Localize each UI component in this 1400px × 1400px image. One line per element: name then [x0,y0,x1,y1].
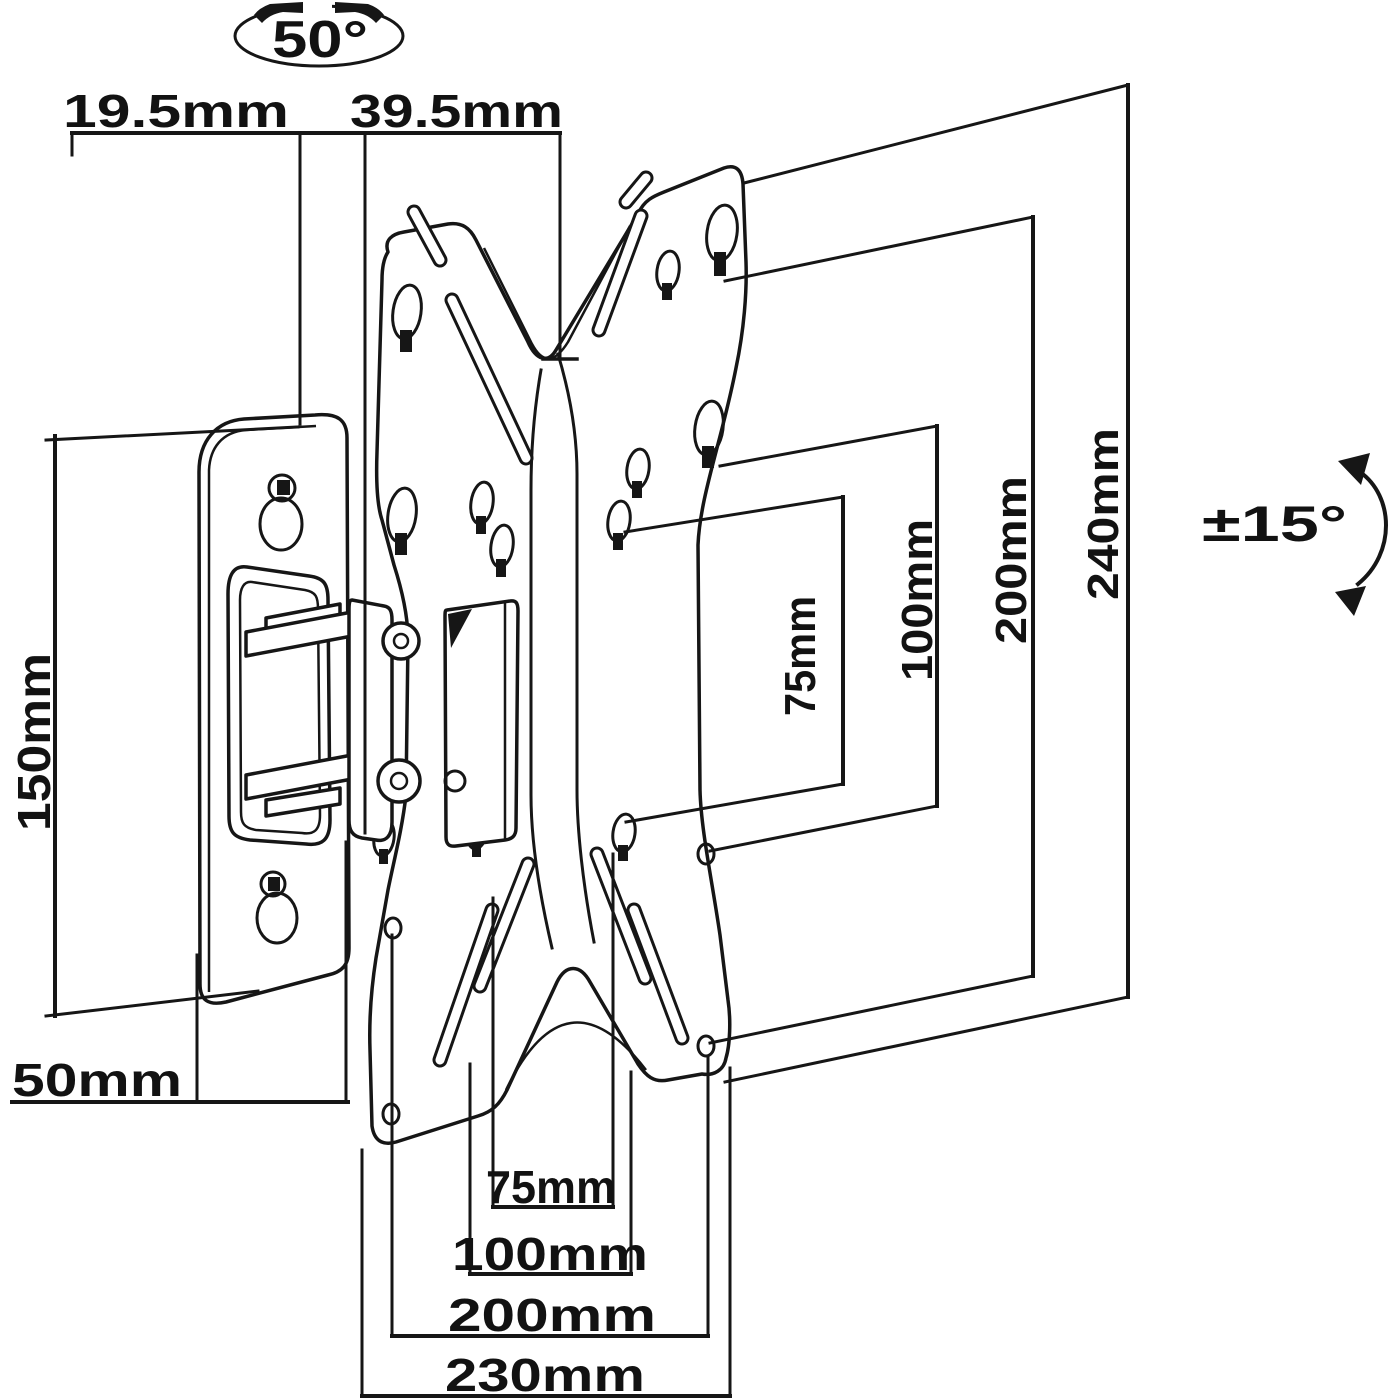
dim-240-label: 240mm [1079,428,1128,600]
vesa-slot [432,902,500,1068]
swivel-angle-indicator: 50° [233,0,405,69]
vesa-plate [368,165,748,1145]
dim-bottom-230: 230mm [360,1066,732,1400]
dim-75-vertical-label: 75mm [776,596,825,716]
vesa-slot [618,170,654,210]
dim-230-label: 230mm [445,1349,645,1400]
dim-200-vertical-label: 200mm [987,476,1036,644]
vesa-hole [696,1034,716,1058]
swivel-angle-label: 50° [272,11,368,69]
vesa-keyhole [625,447,651,498]
vesa-plate-outline [368,165,748,1145]
tilt-bracket [226,565,520,848]
swivel-ellipse-gap [300,0,332,12]
vesa-keyhole [489,523,515,577]
vesa-slot [589,846,653,986]
vesa-slot [626,902,690,1046]
dim-right-240: 240mm [723,83,1130,1084]
vesa-slot [591,208,649,338]
tilt-angle-label: ±15° [1202,496,1347,552]
tilt-arrow-icon [1355,469,1388,587]
vesa-slot [406,204,448,268]
dim-right-100: 100mm [708,424,942,853]
dim-right-200: 200mm [708,215,1036,1045]
dim-offset-large-label: 39.5mm [350,85,563,137]
dim-bottom-100: 100mm [452,1062,648,1280]
vesa-hole [696,842,716,866]
vesa-keyhole [693,399,725,468]
pivot-ear-top [381,621,421,661]
wall-plate-keyhole-top [258,473,304,552]
wall-plate-keyhole-bottom [255,870,299,945]
dim-bottom-200: 200mm [390,933,710,1341]
dim-100-vertical-label: 100mm [893,519,942,681]
dim-right-75: 75mm [623,495,845,824]
swivel-arrow-right-icon [335,2,384,23]
tilt-angle-indicator: ±15° [1202,453,1388,616]
dim-100-horizontal-label: 100mm [452,1228,648,1280]
pivot-ear-bottom [376,758,422,804]
dim-bottom-75: 75mm [486,852,616,1213]
vesa-slot [444,292,534,466]
vesa-keyhole [391,283,423,352]
vesa-keyhole [705,203,739,276]
vesa-keyhole [611,812,637,861]
dim-50-label: 50mm [12,1054,182,1106]
dim-wall-height-150: 150mm [8,425,300,1018]
vesa-bottom-arch-inner [504,1021,647,1091]
dim-150-label: 150mm [8,653,60,831]
vesa-keyhole [655,249,681,300]
hinge-block-inner [238,580,322,835]
dim-top-depth: 19.5mm 39.5mm [63,85,579,835]
vesa-slot [472,856,536,994]
vesa-center-column-left [529,368,554,950]
jaw-panel [443,599,520,848]
dim-offset-small-label: 19.5mm [63,85,289,137]
jaw-hole [443,769,467,793]
vesa-keyhole [469,480,495,534]
vesa-keyhole [386,486,418,555]
dim-wall-width-50: 50mm [10,840,350,1106]
dim-75-horizontal-label: 75mm [486,1161,616,1213]
lower-arm-step [264,786,342,818]
swivel-arrow-left-icon [254,2,303,23]
vesa-center-column-right [556,352,596,944]
dim-200-horizontal-label: 200mm [448,1289,656,1341]
jaw-shadow [448,609,472,648]
vesa-keyhole [606,499,632,550]
